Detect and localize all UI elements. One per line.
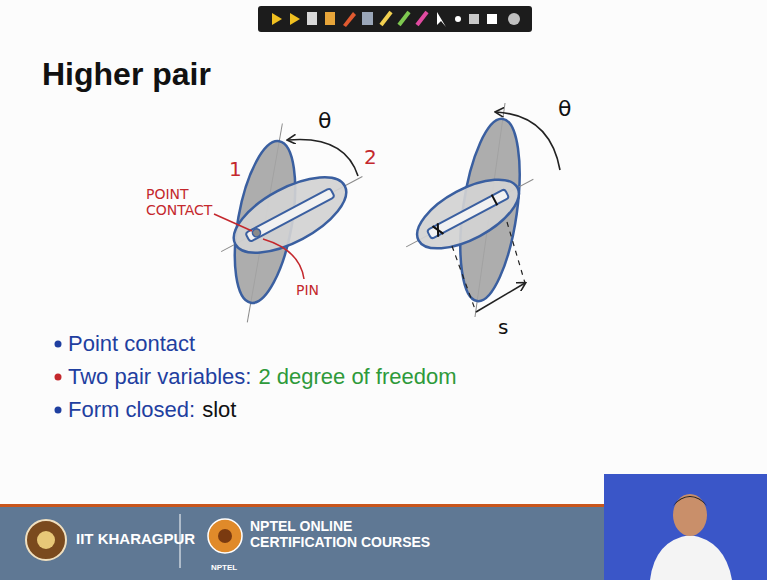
bullet-text: Two pair variables: — [68, 364, 251, 389]
bullet-text: 2 degree of freedom — [258, 364, 456, 389]
dimension-label: s — [498, 316, 508, 339]
leader-line — [263, 239, 304, 279]
slot — [427, 189, 509, 239]
callout-label: POINT CONTACT — [146, 186, 216, 218]
tool-icon — [343, 12, 356, 27]
tool-icon — [487, 14, 497, 24]
footer-text: IIT KHARAGPUR — [76, 530, 195, 547]
link-number: 2 — [364, 146, 377, 169]
pair-figure-right — [394, 99, 560, 320]
bullet-text: Form closed: — [68, 397, 195, 422]
link-number: 1 — [229, 158, 242, 181]
callout-label: PIN — [296, 282, 319, 298]
tool-icon — [417, 12, 427, 25]
logo-caption: NPTEL — [211, 563, 237, 572]
iit-logo — [26, 520, 66, 560]
theta-arc — [288, 139, 358, 176]
tool-icon — [455, 16, 461, 22]
presenter-head — [673, 494, 707, 536]
nptel-logo — [208, 519, 242, 553]
tool-icon — [508, 13, 520, 25]
presenter-hair — [673, 496, 707, 506]
footer-text: NPTEL ONLINE CERTIFICATION COURSES — [250, 518, 440, 550]
angle-symbol: θ — [558, 96, 571, 121]
tool-icon — [307, 12, 317, 25]
extension-line — [507, 222, 525, 283]
bullet-text: slot — [202, 397, 236, 422]
bullet-dot — [55, 341, 62, 348]
pin — [433, 223, 444, 236]
link-ellipse — [407, 166, 529, 263]
video-frame — [604, 474, 767, 580]
tool-icon — [362, 12, 373, 25]
theta-arc — [496, 112, 560, 170]
tool-icon — [272, 13, 282, 25]
link-2 — [208, 153, 375, 276]
slide-title: Higher pair — [42, 56, 211, 93]
dimension-arrow — [476, 283, 525, 312]
presenter-body — [650, 535, 732, 580]
tool-icon — [399, 12, 409, 25]
pin — [251, 227, 262, 238]
bullet-text: Point contact — [68, 331, 195, 356]
tool-icon — [325, 12, 335, 25]
tool-icon — [381, 12, 391, 25]
nptel-logo-core — [218, 529, 232, 543]
presenter-video — [604, 474, 767, 580]
extension-line — [452, 246, 476, 312]
slot — [245, 188, 334, 242]
pin-mark — [492, 195, 498, 206]
tool-icon — [290, 13, 300, 25]
leader-line — [214, 214, 252, 231]
tool-icon — [437, 12, 446, 27]
bullet-dot — [55, 407, 62, 414]
angle-symbol: θ — [318, 108, 331, 133]
link-2 — [394, 157, 545, 269]
tool-icon — [469, 14, 479, 24]
toolbar-icons — [272, 12, 520, 27]
pair-figure-left — [208, 119, 375, 327]
bullet-dot — [55, 374, 62, 381]
iit-logo-core — [37, 531, 55, 549]
toolbar — [258, 6, 532, 32]
